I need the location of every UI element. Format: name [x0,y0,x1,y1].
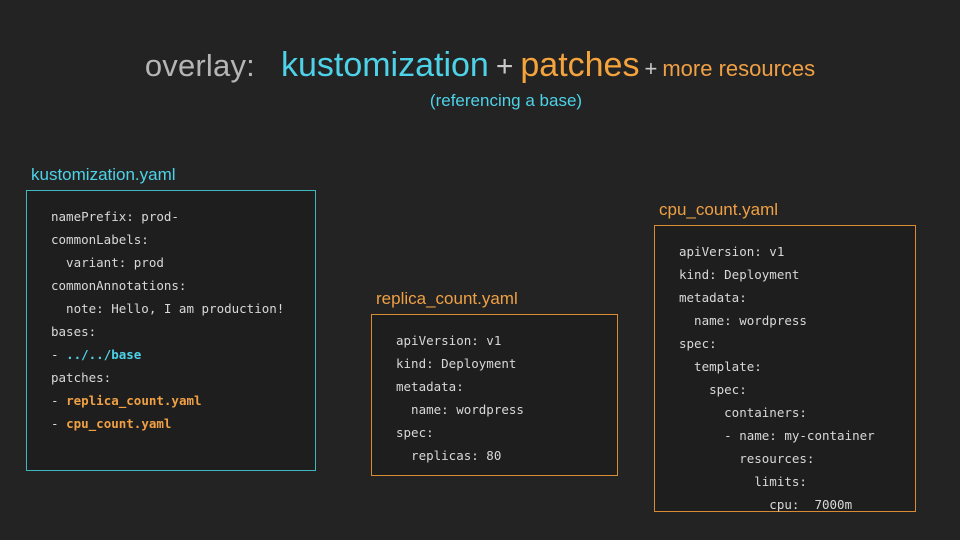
title-term-more-resources: more resources [662,56,816,81]
code-content-replica-count-yaml: apiVersion: v1 kind: Deployment metadata… [396,333,524,463]
panel-label-kustomization-yaml: kustomization.yaml [31,165,176,184]
code-box-cpu-count-yaml: apiVersion: v1 kind: Deployment metadata… [654,225,916,512]
panel-kustomization-yaml: kustomization.yaml namePrefix: prod- com… [26,166,316,471]
code-box-replica-count-yaml: apiVersion: v1 kind: Deployment metadata… [371,314,618,476]
title-plus-2: + [644,56,658,81]
title-term-patches: patches [520,46,640,84]
title-term-kustomization: kustomization [280,46,489,84]
panel-replica-count-yaml: replica_count.yaml apiVersion: v1 kind: … [371,290,618,476]
panel-label-replica-count-yaml: replica_count.yaml [376,289,518,308]
code-content-kustomization-yaml: namePrefix: prod- commonLabels: variant:… [51,209,285,431]
code-box-kustomization-yaml: namePrefix: prod- commonLabels: variant:… [26,190,316,471]
slide-title: overlay:kustomization+patches+more resou… [0,48,960,111]
panel-cpu-count-yaml: cpu_count.yaml apiVersion: v1 kind: Depl… [654,201,916,512]
title-plus-1: + [495,50,514,83]
title-prefix: overlay: [144,48,255,83]
title-subtitle: (referencing a base) [429,91,583,110]
panel-label-cpu-count-yaml: cpu_count.yaml [659,200,779,219]
code-content-cpu-count-yaml: apiVersion: v1 kind: Deployment metadata… [679,244,875,512]
title-main-line: overlay:kustomization+patches+more resou… [0,48,960,82]
